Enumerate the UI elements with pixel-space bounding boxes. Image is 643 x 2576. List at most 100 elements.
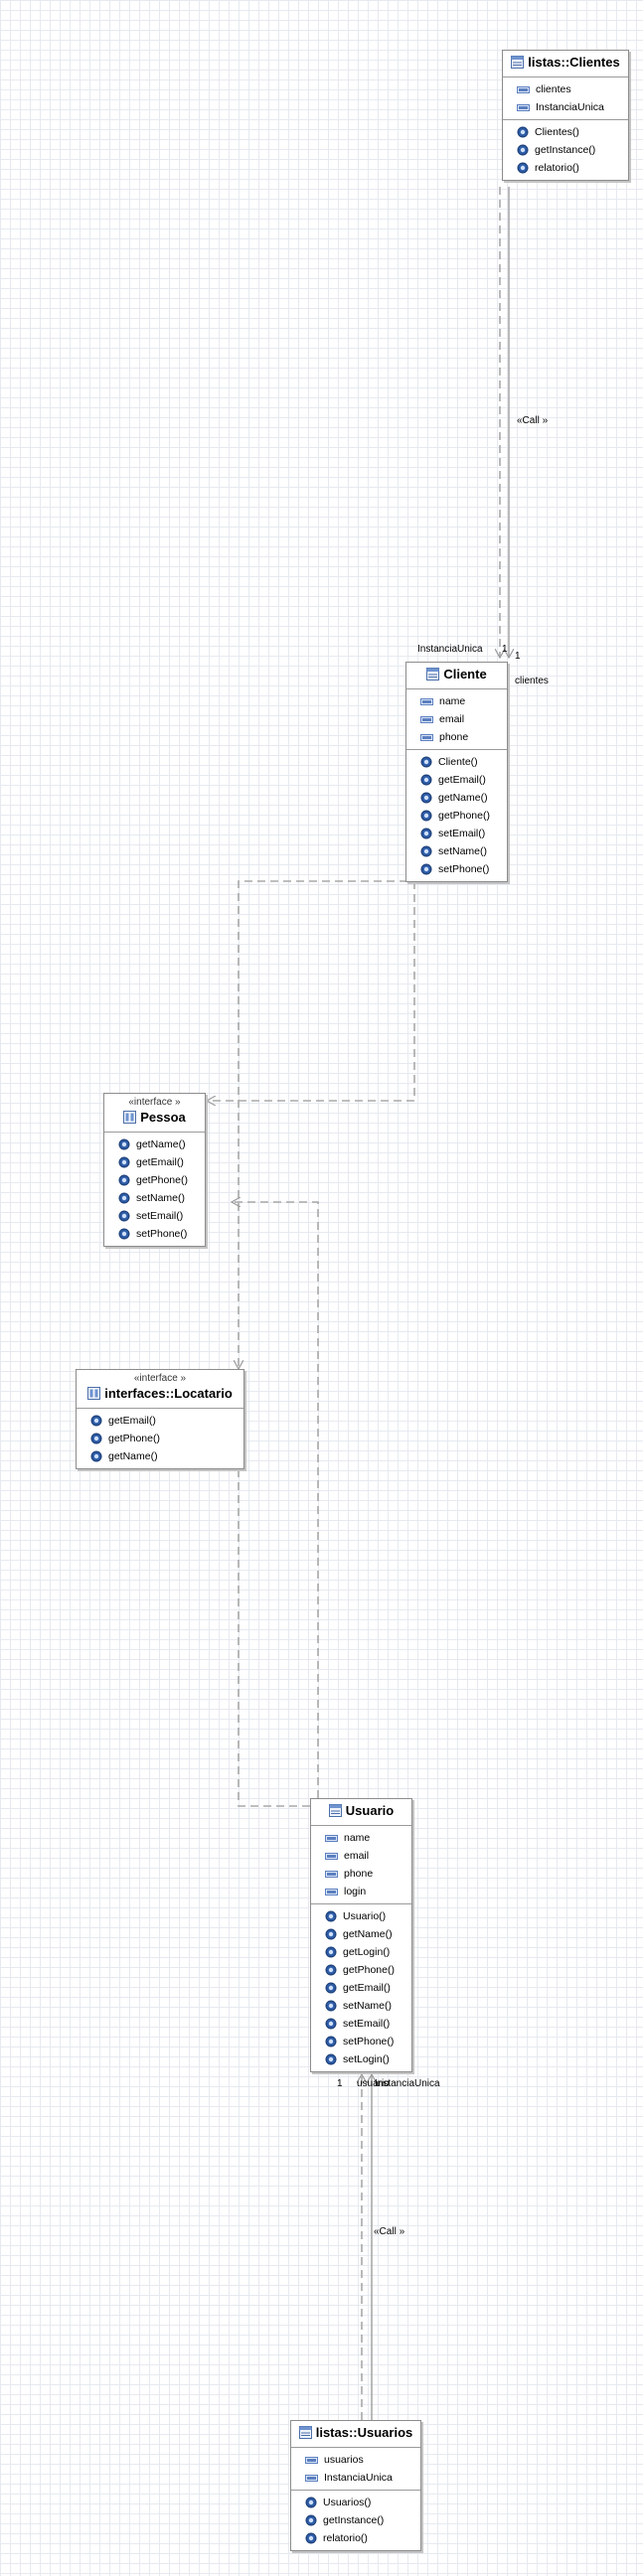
method-row[interactable]: Clientes() <box>503 123 628 141</box>
attribute-icon <box>420 695 433 713</box>
method-icon <box>325 2018 337 2036</box>
method-row[interactable]: getInstance() <box>291 2511 420 2529</box>
method-row[interactable]: getPhone() <box>104 1171 205 1189</box>
method-row[interactable]: getName() <box>77 1447 243 1465</box>
method-name: getPhone() <box>343 1964 395 1976</box>
attribute-row[interactable]: phone <box>311 1865 411 1883</box>
method-row[interactable]: getLogin() <box>311 1943 411 1961</box>
methods-section: getName()getEmail()getPhone()setName()se… <box>104 1133 205 1246</box>
method-row[interactable]: relatorio() <box>291 2529 420 2547</box>
attribute-name: clientes <box>536 83 571 95</box>
attribute-icon <box>517 83 530 101</box>
method-name: getName() <box>136 1138 186 1150</box>
method-row[interactable]: getEmail() <box>406 771 507 789</box>
interface-pessoa[interactable]: «interface » Pessoa getName()getEmail()g… <box>103 1093 206 1247</box>
method-row[interactable]: relatorio() <box>503 159 628 177</box>
multiplicity-label: 1 <box>337 2078 343 2089</box>
method-row[interactable]: getName() <box>311 1925 411 1943</box>
method-row[interactable]: setPhone() <box>406 860 507 878</box>
method-row[interactable]: getPhone() <box>406 807 507 825</box>
attribute-row[interactable]: clientes <box>503 80 628 98</box>
class-icon <box>426 668 440 684</box>
interface-icon <box>123 1111 137 1128</box>
class-icon <box>511 56 525 73</box>
method-icon <box>118 1174 130 1192</box>
method-row[interactable]: setPhone() <box>311 2033 411 2050</box>
attribute-name: email <box>344 1850 370 1862</box>
attribute-row[interactable]: phone <box>406 728 507 746</box>
method-row[interactable]: setPhone() <box>104 1225 205 1243</box>
method-row[interactable]: getName() <box>406 789 507 807</box>
method-row[interactable]: Usuarios() <box>291 2494 420 2511</box>
attribute-row[interactable]: InstanciaUnica <box>291 2469 420 2487</box>
method-row[interactable]: setEmail() <box>406 825 507 842</box>
class-icon <box>298 2426 312 2443</box>
attribute-row[interactable]: email <box>406 710 507 728</box>
method-icon <box>420 774 432 792</box>
method-icon <box>305 2497 317 2514</box>
attribute-row[interactable]: login <box>311 1883 411 1900</box>
method-name: getPhone() <box>136 1174 188 1186</box>
method-icon <box>305 2514 317 2532</box>
method-row[interactable]: getEmail() <box>104 1153 205 1171</box>
method-row[interactable]: setEmail() <box>311 2015 411 2033</box>
attribute-row[interactable]: email <box>311 1847 411 1865</box>
attribute-row[interactable]: InstanciaUnica <box>503 98 628 116</box>
method-name: relatorio() <box>323 2532 368 2544</box>
method-icon <box>325 1946 337 1964</box>
class-usuario[interactable]: Usuario name email phone login Usuario() get… <box>310 1798 412 2072</box>
attribute-name: name <box>344 1832 371 1844</box>
attribute-name: InstanciaUnica <box>324 2472 393 2484</box>
method-icon <box>325 2000 337 2018</box>
attribute-row[interactable]: name <box>311 1829 411 1847</box>
role-label-usuario: usuario <box>357 2078 390 2089</box>
method-name: Usuario() <box>343 1910 387 1922</box>
class-header: listas::Clientes <box>503 51 628 77</box>
method-name: getInstance() <box>535 144 596 156</box>
method-name: getPhone() <box>108 1433 160 1444</box>
instancia-label-cliente: InstanciaUnica <box>417 644 483 655</box>
method-row[interactable]: getEmail() <box>311 1979 411 1997</box>
method-icon <box>118 1210 130 1228</box>
method-row[interactable]: setEmail() <box>104 1207 205 1225</box>
method-row[interactable]: Usuario() <box>311 1907 411 1925</box>
class-icon <box>328 1804 342 1821</box>
method-name: getInstance() <box>323 2514 385 2526</box>
attribute-name: login <box>344 1886 367 1897</box>
method-row[interactable]: setName() <box>406 842 507 860</box>
methods-section: Usuarios() getInstance() relatorio() <box>291 2491 420 2550</box>
method-row[interactable]: getName() <box>104 1136 205 1153</box>
class-name: Usuario <box>345 1803 395 1818</box>
attribute-row[interactable]: name <box>406 692 507 710</box>
method-icon <box>420 863 432 881</box>
method-row[interactable]: getEmail() <box>77 1412 243 1430</box>
method-name: getName() <box>438 792 488 804</box>
method-row[interactable]: setLogin() <box>311 2050 411 2068</box>
interface-locatario[interactable]: «interface » interfaces::Locatario getEm… <box>76 1369 244 1469</box>
attribute-name: InstanciaUnica <box>536 101 604 113</box>
method-row[interactable]: getInstance() <box>503 141 628 159</box>
method-row[interactable]: getPhone() <box>311 1961 411 1979</box>
method-row[interactable]: getPhone() <box>77 1430 243 1447</box>
methods-section: Clientes() getInstance() relatorio() <box>503 120 628 180</box>
method-row[interactable]: Cliente() <box>406 753 507 771</box>
method-icon <box>325 1964 337 1982</box>
method-icon <box>420 828 432 845</box>
method-row[interactable]: setName() <box>104 1189 205 1207</box>
method-name: setPhone() <box>343 2036 395 2047</box>
method-row[interactable]: setName() <box>311 1997 411 2015</box>
attribute-row[interactable]: usuarios <box>291 2451 420 2469</box>
attribute-name: phone <box>344 1868 374 1880</box>
method-name: getName() <box>108 1450 158 1462</box>
multiplicity-label: 1 <box>502 644 508 655</box>
edge-usuario-locatario <box>239 1439 310 1807</box>
method-icon <box>90 1415 102 1433</box>
method-name: setPhone() <box>136 1228 188 1240</box>
class-title: listas::Clientes <box>507 54 624 73</box>
method-name: getPhone() <box>438 810 490 822</box>
